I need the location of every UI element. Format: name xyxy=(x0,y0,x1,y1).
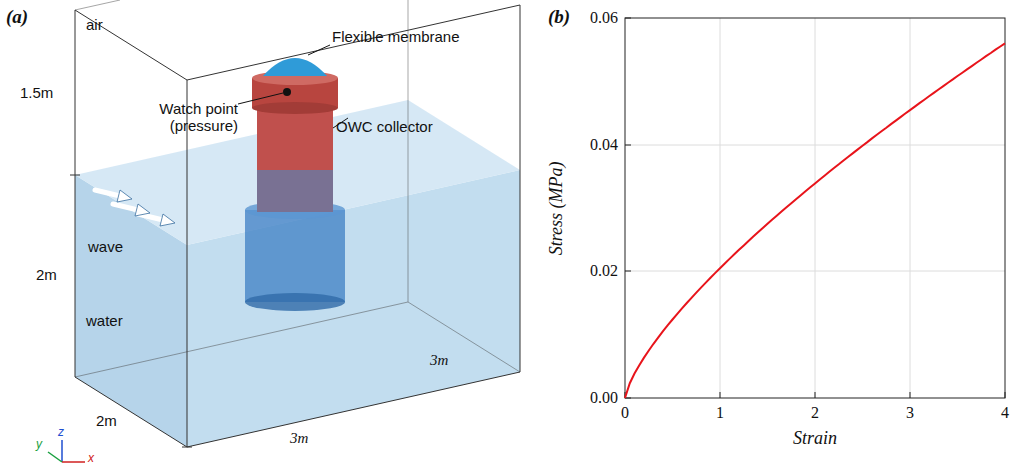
tick-label: 2 xyxy=(811,404,819,422)
panel-label: (b) xyxy=(548,6,570,28)
part-label: OWC collector xyxy=(336,118,433,135)
domain-box xyxy=(75,5,520,447)
dimension-label: 2m xyxy=(36,266,57,283)
axis-letter: x xyxy=(88,452,94,466)
tick-label: 1 xyxy=(716,404,724,422)
dimension-label: 3m xyxy=(290,430,308,447)
tick-label: 0 xyxy=(621,404,629,422)
panel-label: (a) xyxy=(6,6,28,28)
stress-strain-curve xyxy=(625,43,1005,398)
tick-label: 0.02 xyxy=(590,262,618,280)
wave-arrows xyxy=(95,190,163,220)
tick-label: 3 xyxy=(906,404,914,422)
axis-title: Stress (MPa) xyxy=(546,161,567,255)
flexible-membrane xyxy=(263,58,327,76)
tick-label: 0.00 xyxy=(590,389,618,407)
watch-point-dot xyxy=(283,88,291,96)
axis-triad xyxy=(48,440,85,462)
part-label: Flexible membrane xyxy=(332,28,460,45)
region-label: wave xyxy=(88,238,123,255)
axis-title: Strain xyxy=(793,428,837,449)
dimension-label: 2m xyxy=(96,412,117,429)
tick-label: 4 xyxy=(1001,404,1009,422)
part-label: Watch point (pressure) xyxy=(152,100,238,135)
axis-letter: y xyxy=(36,438,42,452)
dimension-label: 1.5m xyxy=(20,84,53,101)
owc-collector xyxy=(245,58,345,311)
dimension-label: 3m xyxy=(430,352,448,369)
tick-label: 0.04 xyxy=(590,136,618,154)
tick-label: 0.06 xyxy=(590,9,618,27)
region-label: air xyxy=(86,16,103,33)
stress-strain-chart xyxy=(625,18,1005,398)
axis-letter: z xyxy=(58,426,64,440)
region-label: water xyxy=(86,312,123,329)
